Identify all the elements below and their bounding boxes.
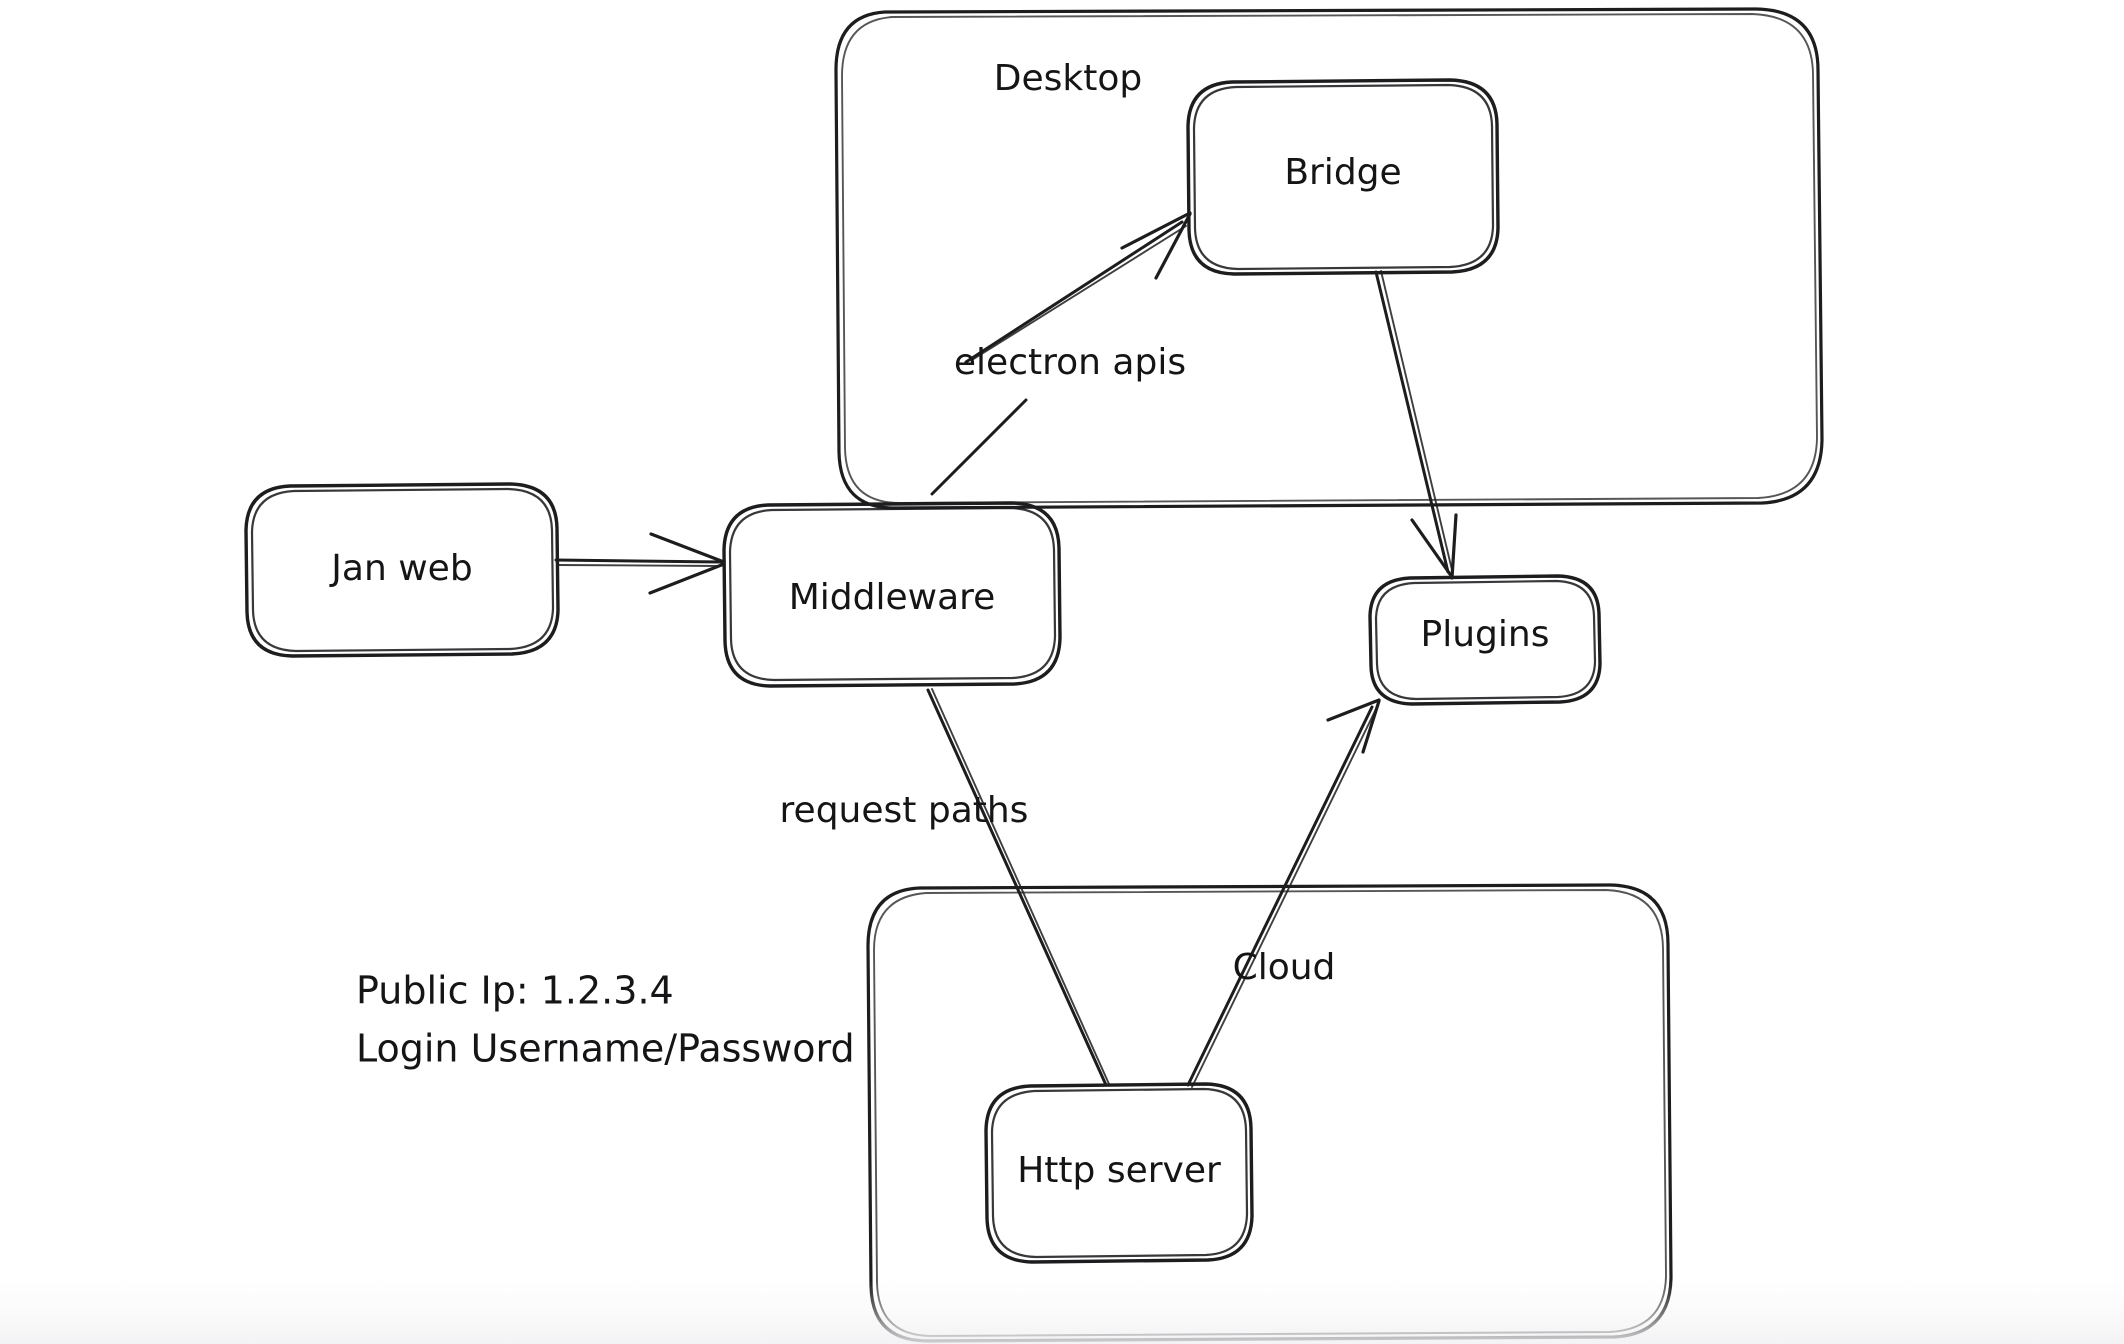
node-label-http-server: Http server	[1017, 1150, 1221, 1191]
node-jan-web[interactable]: Jan web	[244, 482, 560, 658]
note-login-credentials: Login Username/Password	[356, 1027, 855, 1071]
node-middleware[interactable]: Middleware	[722, 501, 1062, 688]
edge-middleware-to-bridge	[930, 211, 1192, 496]
edge-bridge-to-plugins	[1374, 270, 1458, 580]
edge-label-electron-apis: electron apis	[954, 342, 1186, 383]
container-label-desktop: Desktop	[994, 58, 1142, 99]
node-plugins[interactable]: Plugins	[1368, 574, 1602, 706]
container-desktop	[834, 7, 1824, 510]
node-label-middleware: Middleware	[789, 577, 996, 618]
node-bridge[interactable]: Bridge	[1186, 78, 1500, 276]
edge-middleware-to-http-server	[926, 688, 1110, 1087]
node-label-jan-web: Jan web	[329, 548, 472, 589]
edge-jan-web-to-middleware	[554, 532, 726, 595]
edge-http-server-to-plugins	[1186, 698, 1381, 1088]
note-public-ip: Public Ip: 1.2.3.4	[356, 969, 674, 1013]
node-label-plugins: Plugins	[1421, 614, 1550, 655]
node-label-bridge: Bridge	[1284, 152, 1401, 193]
edge-label-cloud: Cloud	[1233, 947, 1336, 988]
node-http-server[interactable]: Http server	[984, 1082, 1254, 1264]
edge-label-request-paths: request paths	[780, 790, 1029, 831]
